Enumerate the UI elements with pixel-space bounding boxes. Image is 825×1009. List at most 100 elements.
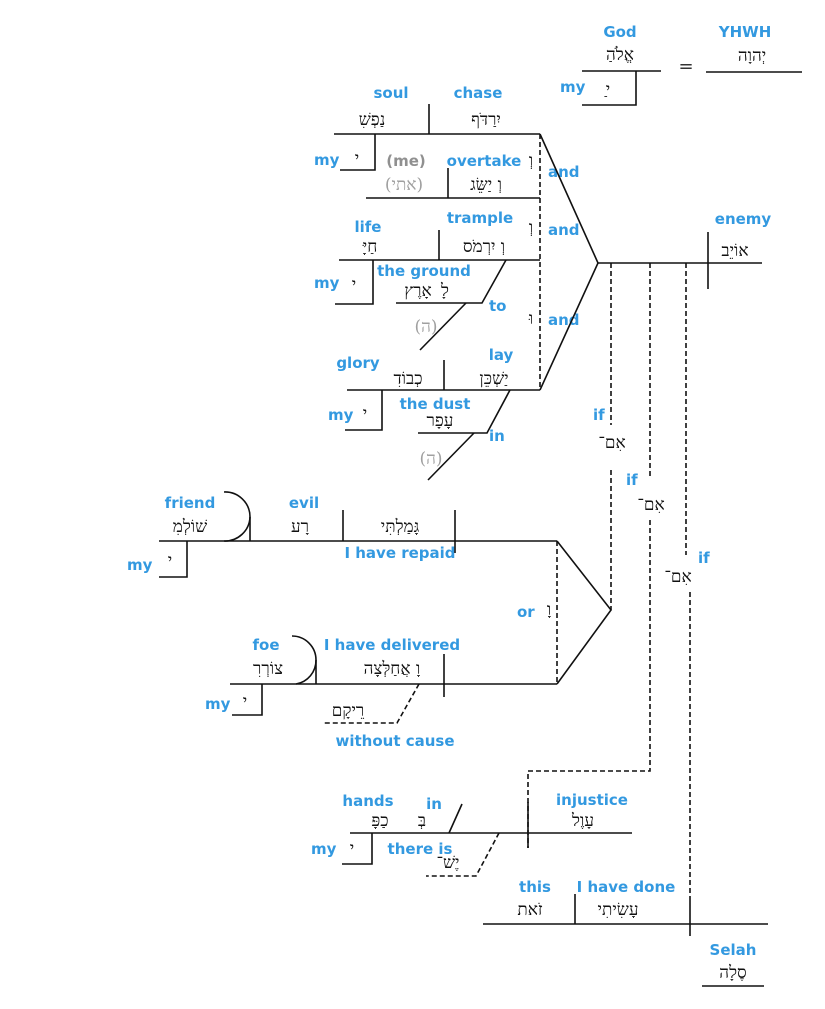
hebrew-prep-to: לָ — [440, 281, 449, 301]
label-friend-my: my — [127, 556, 153, 574]
hebrew-hands-my: י — [350, 839, 354, 859]
hebrew-friend-my: י — [168, 551, 172, 571]
clause-injustice: hands כַפָּ in בְּ injustice עָוֶל my י … — [311, 791, 632, 877]
implied-article-line-2 — [427, 432, 475, 481]
hebrew-if-3: אִם־ — [664, 567, 691, 587]
clause-trample: life חַיָּ trample וְ יִרְמֹס my י the g… — [314, 209, 580, 351]
hebrew-soul-my: י — [355, 149, 359, 169]
hebrew-evil: רָע — [291, 517, 309, 537]
label-hands-my: my — [311, 840, 337, 858]
label-foe: foe — [252, 636, 279, 654]
clause-repaid: friend שׁוֹלְמִ evil רָע גָּמַלְתִּי I h… — [127, 491, 557, 578]
label-friend: friend — [165, 494, 216, 512]
label-life: life — [355, 218, 382, 236]
prep-line-in-hands — [448, 803, 463, 834]
label-evil: evil — [289, 494, 319, 512]
hebrew-implied-article-2: (ה) — [419, 449, 442, 469]
hebrew-friend: שׁוֹלְמִ — [173, 517, 207, 537]
apposition-curve-foe — [291, 635, 317, 684]
label-enemy: enemy — [715, 210, 772, 228]
apposition-curve-friend-lower — [223, 516, 251, 542]
hebrew-implied-article-1: (ה) — [414, 317, 437, 337]
hebrew-hands: כַפָּ — [371, 811, 388, 831]
label-in-hands: in — [426, 795, 442, 813]
hebrew-enemy: אוֹיֵב — [721, 241, 748, 261]
hebrew-selah: סֶלָה — [719, 963, 746, 983]
clause-overtake: (me) (אתי) overtake וְ יַשֵּׂג וְ and — [366, 151, 580, 199]
hebrew-trample: וְ יִרְמֹס — [463, 237, 505, 257]
label-the-ground: the ground — [377, 262, 471, 280]
label-me-implied: (me) — [386, 152, 426, 170]
clause-lay: glory כְבוֹדִ lay יַשְׁכֵּן my י the dus… — [328, 309, 580, 481]
implied-article-line-1 — [419, 302, 467, 351]
hebrew-in-hands: בְּ — [418, 811, 426, 831]
prep-line-to — [396, 259, 507, 304]
label-this: this — [519, 878, 551, 896]
label-glory-my: my — [328, 406, 354, 424]
label-god: God — [603, 23, 636, 41]
hebrew-life: חַיָּ — [362, 237, 378, 257]
adverb-line-without-cause — [322, 683, 420, 724]
label-without-cause: without cause — [335, 732, 454, 750]
hebrew-chase: יִרַדֹּף — [471, 110, 501, 130]
label-i-have-done: I have done — [577, 878, 676, 896]
label-foe-my: my — [205, 695, 231, 713]
modifier-line-foe — [232, 684, 263, 716]
label-if-1: if — [593, 406, 605, 424]
clause-delivered: foe צוֹרְרִ I have delivered וָ אֲחַלְּצ… — [205, 635, 557, 750]
hebrew-repaid: גָּמַלְתִּי — [381, 517, 420, 537]
hebrew-if-2: אִם־ — [637, 495, 664, 515]
label-yhwh: YHWH — [718, 23, 772, 41]
hebrew-god-my: ַי — [604, 80, 610, 100]
modifier-line-glory — [345, 390, 383, 431]
hebrew-soul: נַפְשִׁ — [359, 110, 385, 130]
label-if-3: if — [698, 549, 710, 567]
hebrew-conj-1: וְ — [529, 151, 533, 171]
label-chase: chase — [454, 84, 503, 102]
hebrew-conj-2: וְ — [529, 218, 533, 238]
hebrew-dust: עָפָר — [427, 411, 454, 431]
apposition-curve-friend — [223, 491, 251, 541]
label-or: or — [517, 603, 535, 621]
hebrew-this: זֹאת — [517, 900, 543, 920]
label-glory: glory — [336, 354, 380, 372]
hebrew-overtake: וְ יַשֵּׂג — [470, 175, 502, 195]
hebrew-ground: אָרֶץ — [404, 281, 431, 301]
label-if-2: if — [626, 471, 638, 489]
selah: Selah סֶלָה — [702, 941, 764, 987]
hebrew-lay: יַשְׁכֵּן — [479, 369, 508, 389]
compound-b-bracket — [556, 540, 613, 685]
label-and-2: and — [548, 221, 580, 239]
label-and-1: and — [548, 163, 580, 181]
modifier-line-life — [335, 260, 374, 305]
hebrew-there-is: יֶשׁ־ — [436, 853, 459, 873]
hebrew-injustice: עָוֶל — [571, 811, 594, 831]
hebrew-foe: צוֹרְרִ — [253, 659, 283, 679]
clause-done: this זֹאת I have done עָשִׂיתִי — [483, 878, 768, 936]
modifier-line-hands — [342, 833, 373, 865]
main-enemy: enemy אוֹיֵב — [598, 210, 771, 289]
label-there-is: there is — [388, 840, 453, 858]
label-in-dust: in — [489, 427, 505, 445]
label-selah: Selah — [710, 941, 757, 959]
prep-line-in — [418, 389, 511, 434]
modifier-line-soul — [340, 134, 376, 171]
label-i-have-delivered: I have delivered — [324, 636, 460, 654]
hebrew-conj-3: וּ — [528, 309, 533, 329]
clause-chase: soul נַפְשִׁ chase יִרַדֹּף my י — [314, 84, 540, 171]
label-the-dust: the dust — [400, 395, 471, 413]
hebrew-if-1: אִם־ — [598, 433, 625, 453]
label-hands: hands — [342, 792, 393, 810]
label-i-have-repaid: I have repaid — [344, 544, 455, 562]
modifier-line-god — [582, 71, 637, 106]
hebrew-without-cause: רֵיקָם — [332, 701, 365, 721]
hebrew-glory: כְבוֹדִ — [393, 369, 422, 389]
hebrew-foe-my: י — [243, 692, 247, 712]
label-injustice: injustice — [556, 791, 628, 809]
hebrew-conj-or: וָ — [547, 600, 552, 620]
modifier-line-friend — [159, 541, 188, 578]
hebrew-god: אֱלֹהַ — [606, 45, 634, 65]
hebrew-life-my: י — [352, 275, 356, 295]
label-and-3: and — [548, 311, 580, 329]
label-lay: lay — [489, 346, 514, 364]
